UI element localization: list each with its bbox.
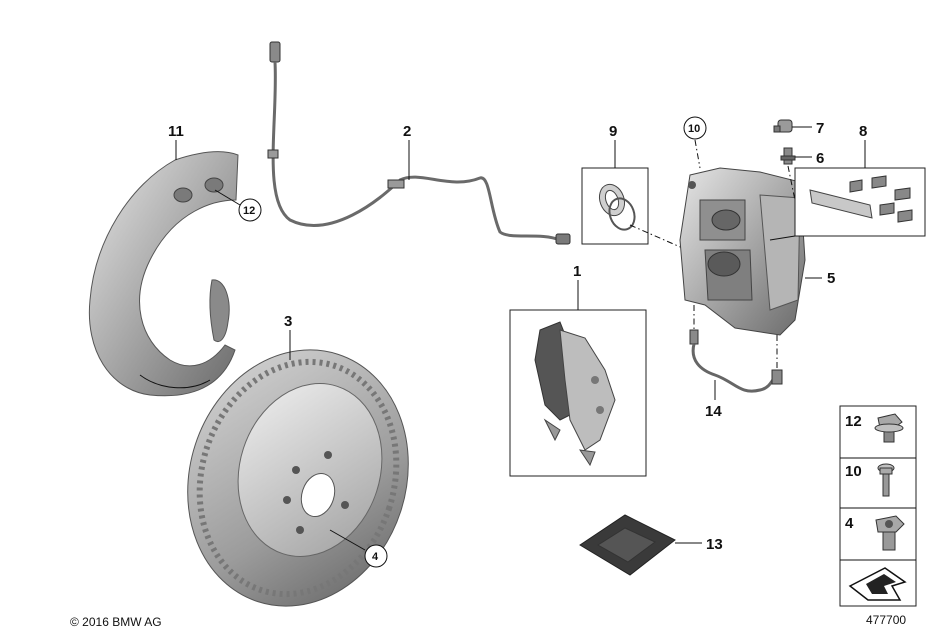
callout-10: 10 (688, 123, 700, 135)
dust-shield-part (88, 151, 239, 397)
callout-8: 8 (859, 123, 867, 140)
brake-caliper-part (679, 167, 806, 336)
flange-bolt-icon (874, 413, 904, 443)
legend-label-4: 4 (845, 515, 854, 532)
wheel-bolt-icon (875, 515, 905, 551)
callout-1: 1 (573, 263, 581, 280)
arrow-icon (848, 567, 907, 601)
callout-4: 4 (372, 551, 379, 563)
callout-circle-12 (238, 198, 262, 222)
brake-hose-part (689, 329, 783, 393)
callout-circle-10 (683, 116, 707, 140)
callout-circle-4 (364, 544, 388, 568)
bleed-cap-part (773, 119, 793, 133)
legend-label-10: 10 (845, 463, 862, 480)
hex-bolt-icon (877, 463, 895, 497)
seal-kit-part (598, 183, 636, 231)
callout-5: 5 (827, 270, 835, 287)
legend-label-12: 12 (845, 413, 862, 430)
fastener-legend: 12 10 4 (839, 405, 917, 607)
callout-7: 7 (816, 120, 824, 137)
callout-12: 12 (243, 205, 255, 217)
callout-6: 6 (816, 150, 824, 167)
callout-2: 2 (403, 123, 411, 140)
callout-13: 13 (706, 536, 723, 553)
hardware-kit-part (809, 175, 913, 223)
diagram-number: 477700 (866, 613, 906, 627)
callout-11: 11 (168, 123, 184, 140)
wear-sensor-part (267, 41, 571, 245)
bleed-screw-part (780, 147, 796, 165)
callout-3: 3 (284, 313, 292, 330)
brake-pad-part (534, 321, 616, 467)
callout-9: 9 (609, 123, 617, 140)
copyright-text: © 2016 BMW AG (70, 615, 162, 629)
grease-sachet-part (579, 514, 676, 576)
callout-14: 14 (705, 403, 722, 420)
brake-disc-part (187, 349, 409, 607)
